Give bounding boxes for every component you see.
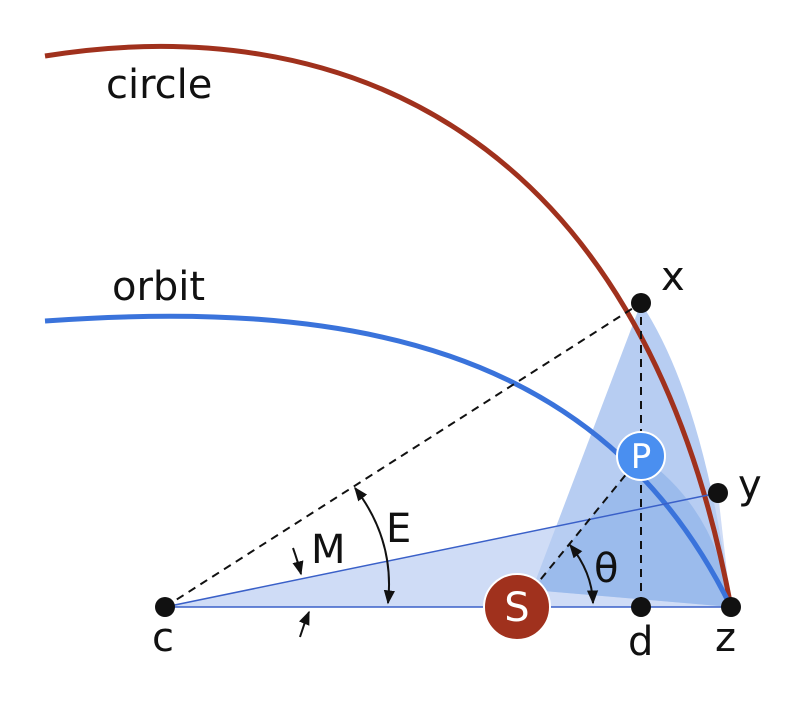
point-c: [155, 597, 175, 617]
angle-arrow-m-lower: [298, 610, 310, 638]
angle-arc-e: [354, 486, 395, 605]
label-y: y: [738, 462, 762, 508]
line-c-y: [164, 492, 719, 608]
circle-arc: [44, 44, 734, 608]
label-orbit: orbit: [112, 264, 205, 310]
label-theta: θ: [594, 546, 618, 592]
sun-s: [483, 573, 551, 641]
dashed-line-c-x: [164, 302, 642, 608]
angle-arrow-m-upper: [292, 547, 304, 576]
angle-arc-theta: [569, 543, 599, 605]
orbit-arc: [44, 313, 734, 609]
label-m: M: [311, 527, 346, 573]
label-circle: circle: [106, 62, 212, 108]
label-c: c: [152, 615, 174, 661]
label-e: E: [386, 506, 411, 552]
label-x: x: [661, 254, 685, 300]
label-z: z: [715, 615, 736, 661]
point-x: [631, 293, 651, 313]
point-y: [708, 483, 728, 503]
label-d: d: [628, 619, 653, 665]
point-d: [631, 597, 651, 617]
planet-p: [616, 431, 666, 481]
point-z: [721, 597, 741, 617]
planet-p-label: P: [631, 437, 652, 477]
sun-s-label: S: [504, 585, 529, 631]
dashed-line-s-p: [531, 455, 642, 591]
